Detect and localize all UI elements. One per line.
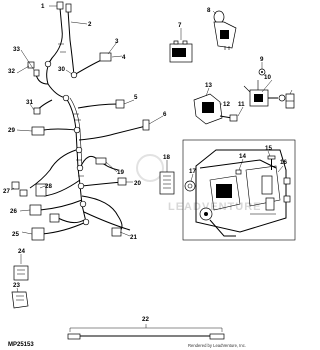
bracket-1 (285, 93, 295, 109)
callout-22: 22 (142, 316, 149, 323)
callout-31: 31 (26, 99, 33, 106)
callout-25: 25 (12, 231, 19, 238)
callout-23: 23 (13, 282, 20, 289)
callout-20: 20 (134, 180, 141, 187)
connector-24 (13, 265, 29, 281)
callout-8: 8 (207, 7, 211, 14)
callout-30: 30 (58, 66, 65, 73)
seat-switch-12-13 (193, 93, 238, 125)
callout-4: 4 (122, 54, 126, 61)
diagram-code: MP25153 (8, 342, 34, 348)
watermark-text: LEADVENTURE (168, 201, 262, 213)
callout-2: 2 (88, 21, 92, 28)
callout-14: 14 (239, 153, 246, 160)
callout-18: 18 (163, 154, 170, 161)
callout-9: 9 (260, 56, 264, 63)
callout-28: 28 (45, 183, 52, 190)
switch-assembly-10-11 (243, 80, 286, 107)
relay-block-18 (159, 171, 175, 195)
callout-19: 19 (117, 169, 124, 176)
callout-labels: 1 2 3 4 5 6 7 8 9 10 11 12 13 14 15 16 1… (3, 3, 287, 323)
watermark: LEADVENTURE (136, 154, 262, 213)
credit-text: Rendered by LeadVenture, Inc. (188, 343, 246, 348)
callout-7: 7 (178, 22, 182, 29)
callout-27: 27 (3, 188, 10, 195)
screw-15 (267, 155, 276, 170)
clip-14 (235, 169, 242, 175)
callout-13: 13 (205, 82, 212, 89)
relay-7 (169, 40, 193, 63)
callout-16: 16 (280, 159, 287, 166)
nut-9 (258, 68, 266, 76)
callout-24: 24 (18, 248, 25, 255)
mounting-assembly (182, 139, 296, 241)
connector-23 (11, 291, 29, 309)
callout-10: 10 (264, 74, 271, 81)
leader-lines (10, 5, 293, 293)
key-switch-8 (213, 10, 237, 50)
callout-12: 12 (223, 101, 230, 108)
callout-17: 17 (189, 168, 196, 175)
callout-26: 26 (10, 208, 17, 215)
callout-5: 5 (134, 94, 138, 101)
callout-21: 21 (130, 234, 137, 241)
battery-cable-22 (67, 324, 225, 340)
callout-11: 11 (238, 101, 245, 108)
callout-3: 3 (115, 38, 119, 45)
callout-6: 6 (163, 111, 167, 118)
washer-17 (184, 180, 196, 192)
callout-15: 15 (265, 145, 272, 152)
callout-1: 1 (41, 3, 45, 10)
wiring-harness-diagram: LEADVENTURE (3, 1, 296, 348)
callout-29: 29 (8, 127, 15, 134)
callout-32: 32 (8, 68, 15, 75)
callout-33: 33 (13, 46, 20, 53)
main-wiring-harness (11, 1, 150, 241)
